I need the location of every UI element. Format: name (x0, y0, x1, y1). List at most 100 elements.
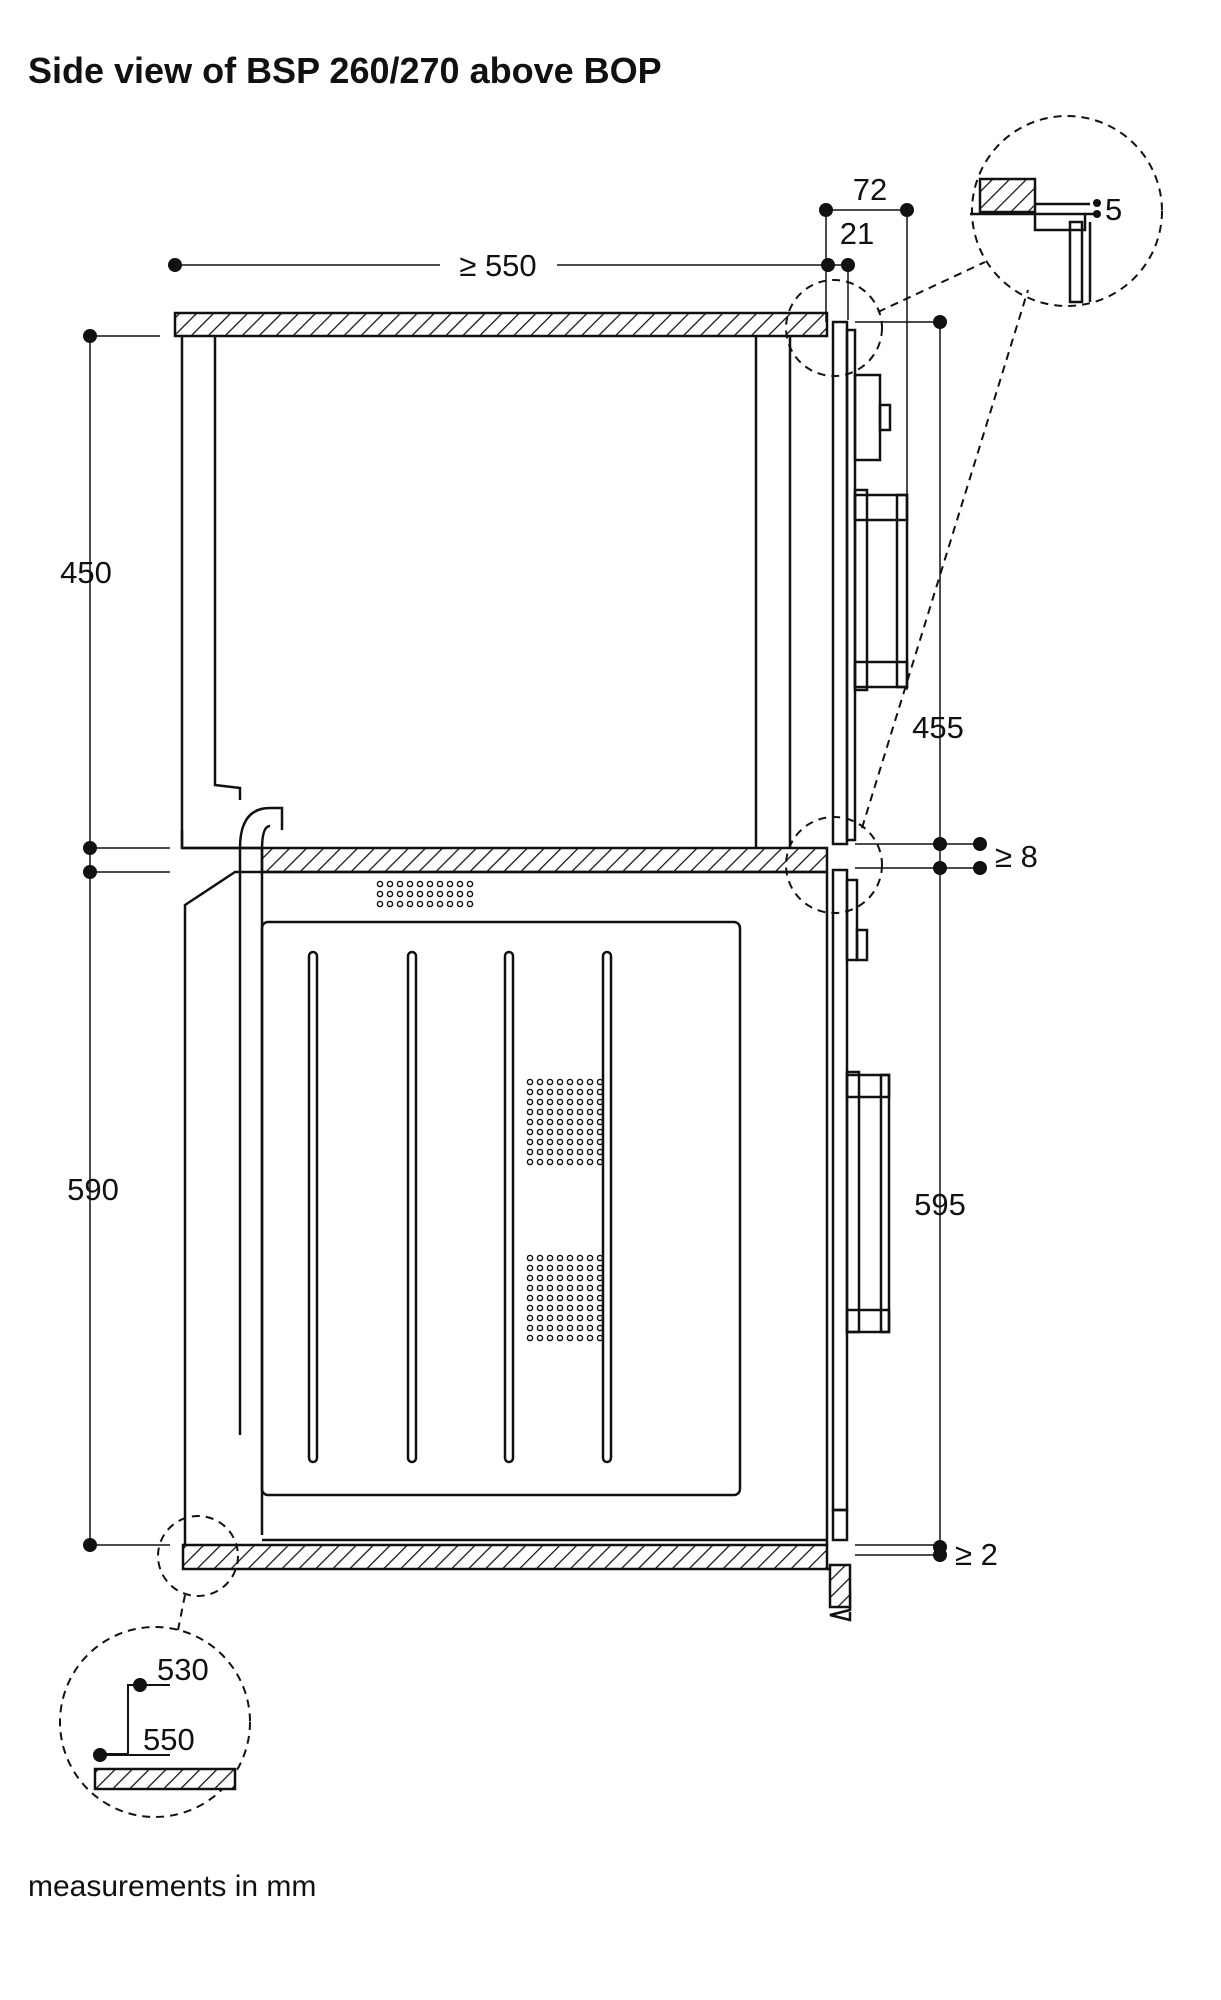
vent-hole (576, 1334, 584, 1342)
vent-hole (526, 1108, 534, 1116)
vent-hole (526, 1264, 534, 1272)
vent-hole (576, 1098, 584, 1106)
vent-hole (536, 1138, 544, 1146)
vent-hole (566, 1098, 574, 1106)
vent-hole (566, 1078, 574, 1086)
vent-hole (596, 1138, 604, 1146)
vent-hole (386, 890, 394, 898)
vent-hole (586, 1138, 594, 1146)
vent-hole (596, 1128, 604, 1136)
vent-hole (566, 1284, 574, 1292)
dim-450: 450 (60, 555, 112, 590)
vent-hole (566, 1324, 574, 1332)
vent-hole (436, 890, 444, 898)
vent-hole (406, 900, 414, 908)
vent-hole (526, 1148, 534, 1156)
vent-hole (586, 1264, 594, 1272)
vent-grille-lower (526, 1254, 604, 1342)
vent-hole (566, 1088, 574, 1096)
vent-hole (556, 1078, 564, 1086)
vent-hole (566, 1158, 574, 1166)
vent-hole (576, 1304, 584, 1312)
vent-hole (586, 1324, 594, 1332)
vent-hole (466, 890, 474, 898)
vent-hole (526, 1314, 534, 1322)
vent-hole (576, 1294, 584, 1302)
vent-hole (576, 1264, 584, 1272)
vent-hole (396, 880, 404, 888)
vent-hole (556, 1138, 564, 1146)
vent-hole (536, 1304, 544, 1312)
detail-top-right (970, 177, 1100, 304)
dim-550-detail: 550 (143, 1722, 195, 1757)
vent-hole (566, 1334, 574, 1342)
lower-plinth (828, 1563, 852, 1609)
vent-hole (586, 1294, 594, 1302)
vent-hole (526, 1294, 534, 1302)
vent-hole (416, 880, 424, 888)
detail-top-right-dots (1093, 199, 1101, 218)
vent-hole (376, 900, 384, 908)
vent-hole (526, 1088, 534, 1096)
detail-bottom-left-dots (93, 1678, 147, 1762)
vent-hole (586, 1088, 594, 1096)
vent-hole (536, 1108, 544, 1116)
vent-hole (596, 1284, 604, 1292)
vent-hole (546, 1314, 554, 1322)
upper-appliance (180, 320, 909, 850)
vent-hole (556, 1128, 564, 1136)
vent-hole (586, 1098, 594, 1106)
vent-hole (536, 1088, 544, 1096)
page-title: Side view of BSP 260/270 above BOP (28, 50, 662, 91)
vent-hole (386, 880, 394, 888)
vent-hole (556, 1098, 564, 1106)
vent-hole (536, 1294, 544, 1302)
vent-hole (436, 900, 444, 908)
vent-hole (546, 1264, 554, 1272)
vent-hole (536, 1314, 544, 1322)
vent-hole (546, 1254, 554, 1262)
vent-hole (576, 1158, 584, 1166)
vent-hole (536, 1158, 544, 1166)
vent-hole (596, 1324, 604, 1332)
dim-455: 455 (912, 710, 964, 745)
dim-21: 21 (840, 216, 874, 251)
vent-hole (596, 1118, 604, 1126)
vent-hole (536, 1264, 544, 1272)
vent-hole (556, 1324, 564, 1332)
vent-hole (546, 1334, 554, 1342)
vent-hole (586, 1304, 594, 1312)
vent-hole (556, 1088, 564, 1096)
vent-hole (396, 900, 404, 908)
vent-hole (546, 1304, 554, 1312)
vent-grille-upper (526, 1078, 604, 1166)
vent-hole (536, 1148, 544, 1156)
lower-appliance (183, 868, 891, 1622)
vent-hole (596, 1088, 604, 1096)
vent-hole (556, 1284, 564, 1292)
vent-hole (406, 890, 414, 898)
vent-hole (546, 1128, 554, 1136)
vent-hole (566, 1138, 574, 1146)
vent-hole (536, 1254, 544, 1262)
vent-grille-top (376, 880, 474, 908)
vent-hole (556, 1264, 564, 1272)
vent-hole (576, 1128, 584, 1136)
vent-hole (416, 900, 424, 908)
vent-hole (596, 1098, 604, 1106)
vent-hole (546, 1294, 554, 1302)
vent-hole (436, 880, 444, 888)
vent-hole (586, 1284, 594, 1292)
vent-hole (586, 1254, 594, 1262)
dimension-lines (89, 209, 980, 1556)
vent-hole (526, 1254, 534, 1262)
vent-hole (456, 880, 464, 888)
vent-hole (586, 1314, 594, 1322)
vent-hole (596, 1254, 604, 1262)
vent-hole (566, 1264, 574, 1272)
vent-hole (596, 1108, 604, 1116)
vent-hole (576, 1284, 584, 1292)
vent-hole (566, 1254, 574, 1262)
vent-hole (556, 1304, 564, 1312)
